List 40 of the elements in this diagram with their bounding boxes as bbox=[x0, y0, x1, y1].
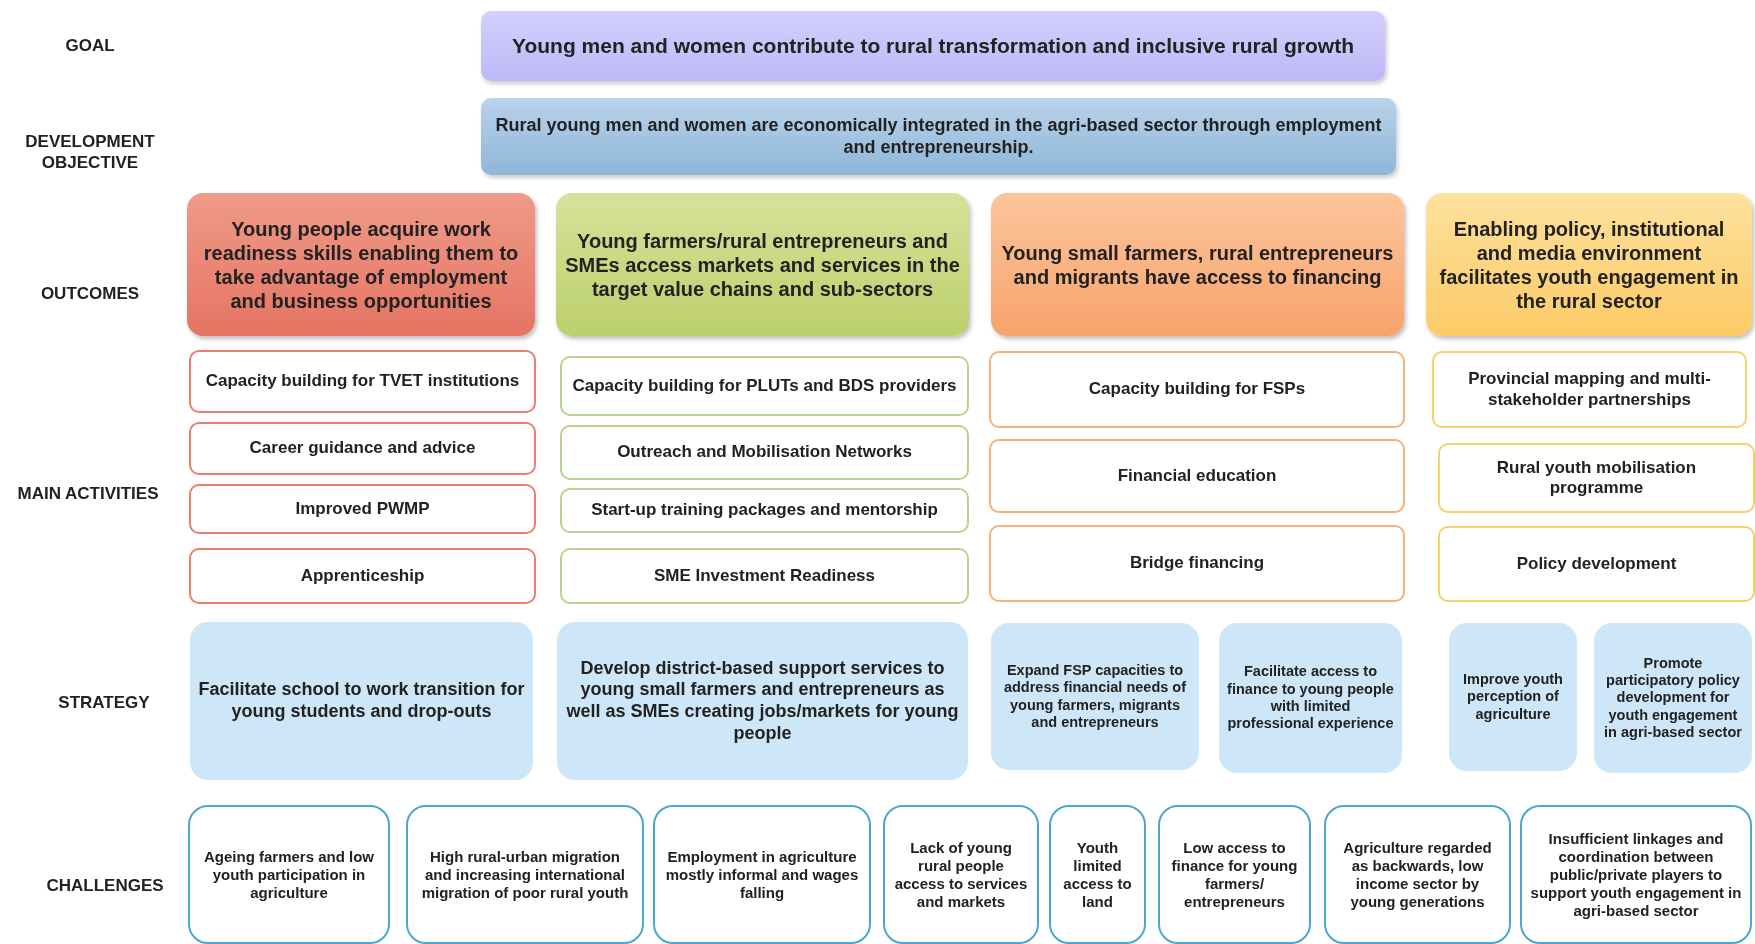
activity-box: SME Investment Readiness bbox=[560, 548, 969, 604]
row-label: DEVELOPMENT OBJECTIVE bbox=[24, 130, 156, 174]
challenge-box: Lack of young rural people access to services and markets bbox=[883, 805, 1039, 944]
row-label: CHALLENGES bbox=[45, 875, 165, 897]
challenge-box: Youth limited access to land bbox=[1049, 805, 1146, 944]
row-label: OUTCOMES bbox=[39, 283, 141, 305]
row-label: STRATEGY bbox=[57, 692, 151, 714]
activity-box: Capacity building for PLUTs and BDS providers bbox=[560, 356, 969, 416]
activity-box: Outreach and Mobilisation Networks bbox=[560, 425, 969, 480]
challenge-box: Insufficient linkages and coordination between public/private players to support youth engagement in agri-based sector bbox=[1520, 805, 1752, 944]
activity-box: Rural youth mobilisation programme bbox=[1438, 443, 1755, 513]
activity-box: Capacity building for TVET institutions bbox=[189, 350, 536, 413]
challenge-box: High rural-urban migration and increasing international migration of poor rural youth bbox=[406, 805, 644, 944]
outcome-box: Young people acquire work readiness skills enabling them to take advantage of employment and business opportunities bbox=[187, 193, 535, 336]
strategy-box: Promote participatory policy development for youth engagement in agri-based sector bbox=[1594, 623, 1752, 773]
activity-box: Provincial mapping and multi-stakeholder partnerships bbox=[1432, 351, 1747, 428]
outcome-box: Young farmers/rural entrepreneurs and SMEs access markets and services in the target value chains and sub-sectors bbox=[556, 193, 969, 336]
challenge-box: Low access to finance for young farmers/ entrepreneurs bbox=[1158, 805, 1311, 944]
challenge-box: Employment in agriculture mostly informal and wages falling bbox=[653, 805, 871, 944]
strategy-box: Facilitate access to finance to young people with limited professional experience bbox=[1219, 623, 1402, 773]
strategy-box: Develop district-based support services to young small farmers and entrepreneurs as well as SMEs creating jobs/markets for young people bbox=[557, 622, 968, 780]
strategy-box: Improve youth perception of agriculture bbox=[1449, 623, 1577, 771]
row-label: MAIN ACTIVITIES bbox=[16, 483, 160, 505]
activity-box: Improved PWMP bbox=[189, 484, 536, 534]
activity-box: Career guidance and advice bbox=[189, 422, 536, 475]
activity-box: Bridge financing bbox=[989, 525, 1405, 602]
challenge-box: Agriculture regarded as backwards, low income sector by young generations bbox=[1324, 805, 1511, 944]
activity-box: Start-up training packages and mentorship bbox=[560, 488, 969, 533]
outcome-box: Enabling policy, institutional and media environment facilitates youth engagement in the rural sector bbox=[1426, 193, 1752, 336]
activity-box: Capacity building for FSPs bbox=[989, 351, 1405, 428]
challenge-box: Ageing farmers and low youth participation in agriculture bbox=[188, 805, 390, 944]
row-label: GOAL bbox=[64, 35, 116, 57]
goal-box: Young men and women contribute to rural transformation and inclusive rural growth bbox=[481, 11, 1385, 81]
outcome-box: Young small farmers, rural entrepreneurs and migrants have access to financing bbox=[991, 193, 1404, 336]
strategy-box: Facilitate school to work transition for young students and drop-outs bbox=[190, 622, 533, 780]
activity-box: Apprenticeship bbox=[189, 548, 536, 604]
activity-box: Policy development bbox=[1438, 526, 1755, 602]
activity-box: Financial education bbox=[989, 439, 1405, 513]
objective-box: Rural young men and women are economically integrated in the agri-based sector through employment and entrepreneurship. bbox=[481, 98, 1396, 175]
strategy-box: Expand FSP capacities to address financial needs of young farmers, migrants and entrepreneurs bbox=[991, 623, 1199, 770]
